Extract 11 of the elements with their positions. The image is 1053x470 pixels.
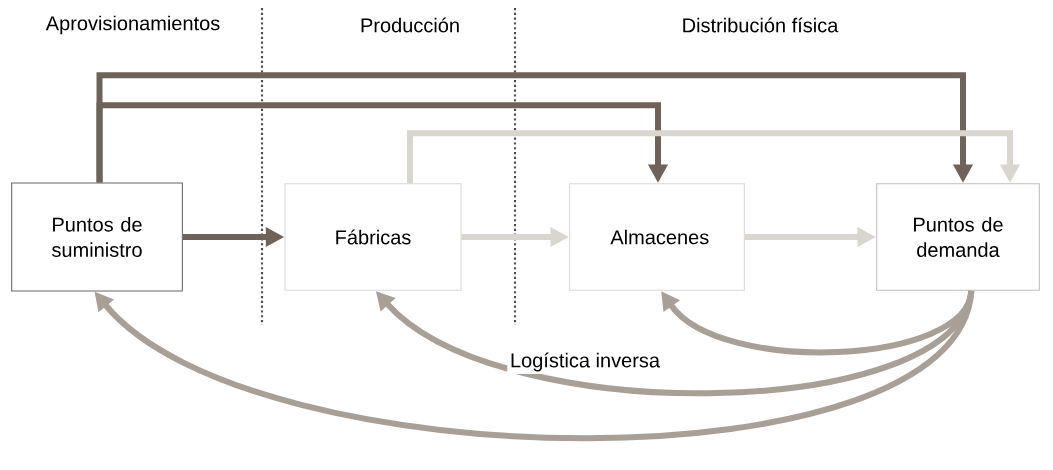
- text-label: Logística inversa: [507, 349, 663, 375]
- section-heading: Producción: [357, 14, 463, 36]
- process-box: Almacenes: [569, 183, 745, 291]
- process-box: Fábricas: [284, 183, 462, 291]
- process-box: Puntos de demanda: [876, 183, 1040, 291]
- arrow: [407, 130, 1021, 184]
- section-heading: Distribución física: [679, 14, 842, 36]
- process-box: Puntos de suministro: [11, 182, 183, 292]
- section-heading: Aprovisionamientos: [43, 13, 223, 37]
- arrow: [96, 102, 669, 183]
- arrow: [96, 72, 974, 183]
